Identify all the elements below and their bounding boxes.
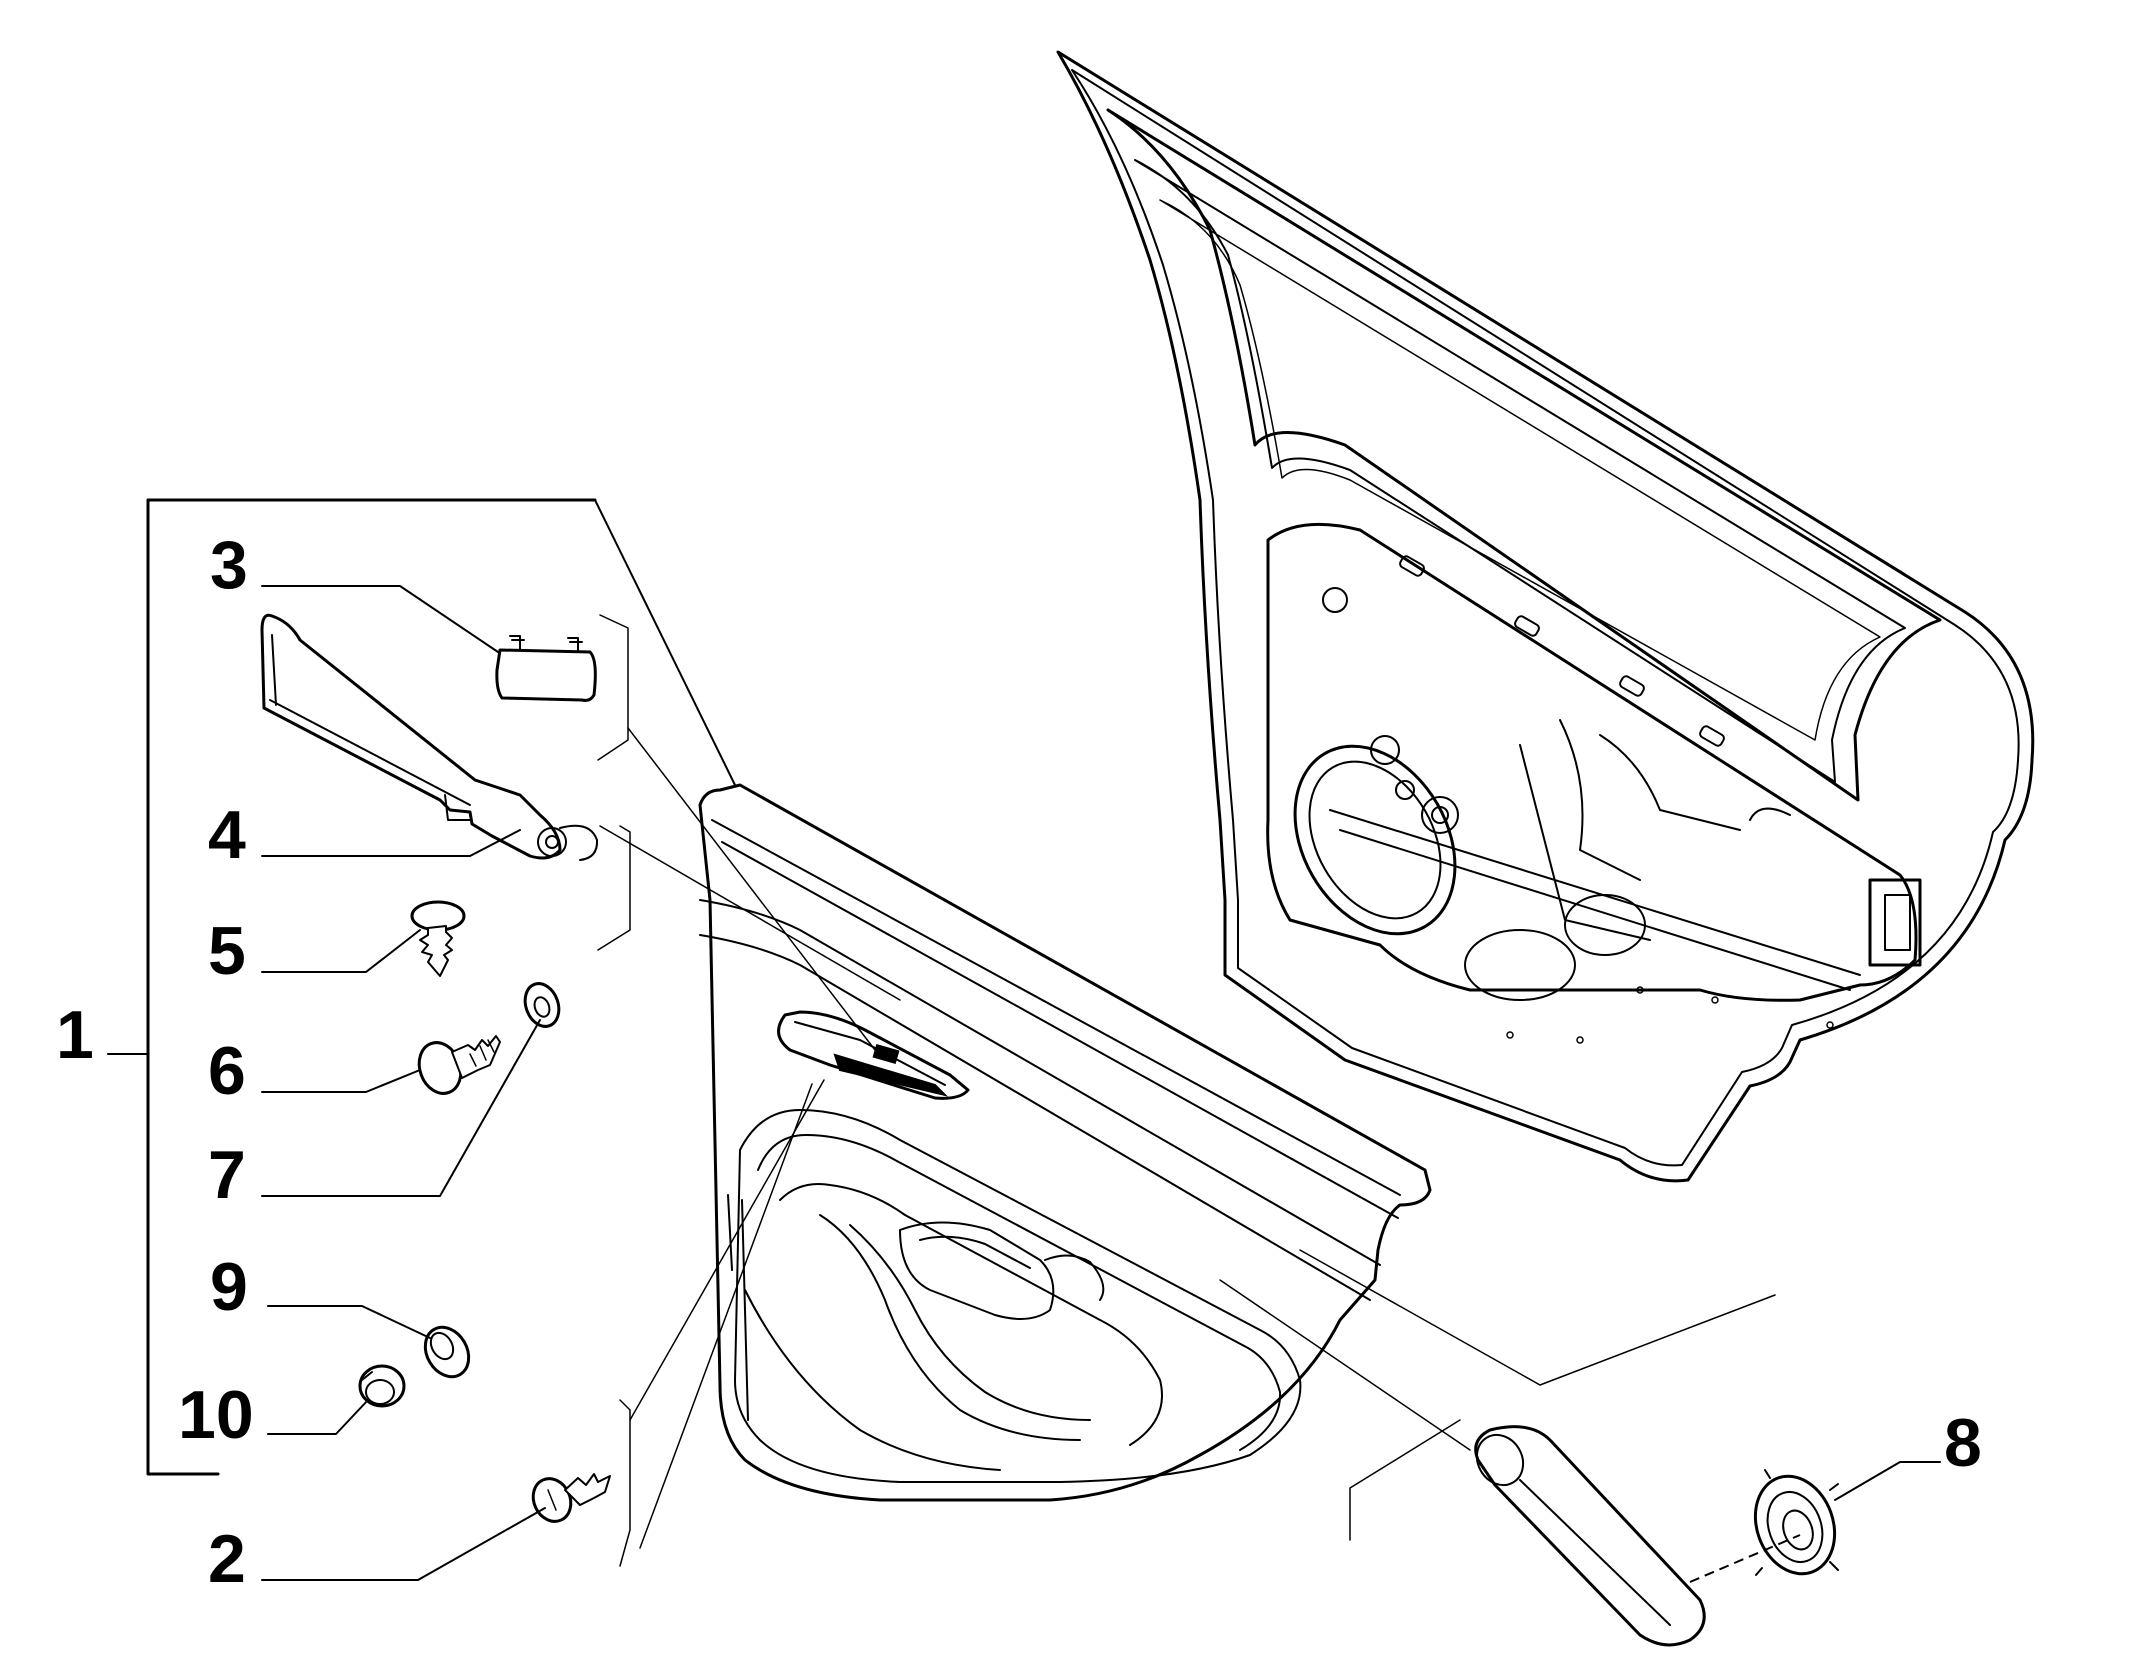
callout-1: 1 bbox=[56, 997, 94, 1073]
part-8-escutcheon bbox=[1753, 1469, 1839, 1576]
window-winder-handle bbox=[1474, 1425, 1706, 1647]
winder-axis-line bbox=[1689, 1534, 1801, 1583]
callout-2: 2 bbox=[208, 1521, 246, 1597]
callout-5: 5 bbox=[208, 913, 246, 989]
callout-9: 9 bbox=[210, 1249, 248, 1325]
door-trim-panel bbox=[698, 783, 1432, 1502]
callout-labels: 1 2 3 4 5 6 7 8 9 10 bbox=[56, 527, 1982, 1597]
part-6-screw bbox=[417, 1035, 501, 1095]
callout-3: 3 bbox=[210, 527, 248, 603]
callout-7: 7 bbox=[208, 1137, 246, 1213]
callout-6: 6 bbox=[208, 1033, 246, 1109]
part-4-trim-strip bbox=[260, 613, 599, 861]
part-2-screw bbox=[531, 1473, 611, 1523]
door-shell bbox=[1056, 50, 2035, 1183]
part-10-bushing bbox=[358, 1364, 406, 1408]
part-3-switch-cover bbox=[495, 635, 597, 702]
leader-lines bbox=[261, 499, 1941, 1581]
part-5-push-clip bbox=[410, 900, 466, 977]
callout-8: 8 bbox=[1944, 1405, 1982, 1481]
callout-10: 10 bbox=[178, 1377, 254, 1453]
part-9-grommet bbox=[423, 1325, 471, 1379]
group-bracket-1 bbox=[107, 498, 597, 1476]
part-7-washer bbox=[523, 982, 561, 1028]
callout-4: 4 bbox=[208, 797, 246, 873]
